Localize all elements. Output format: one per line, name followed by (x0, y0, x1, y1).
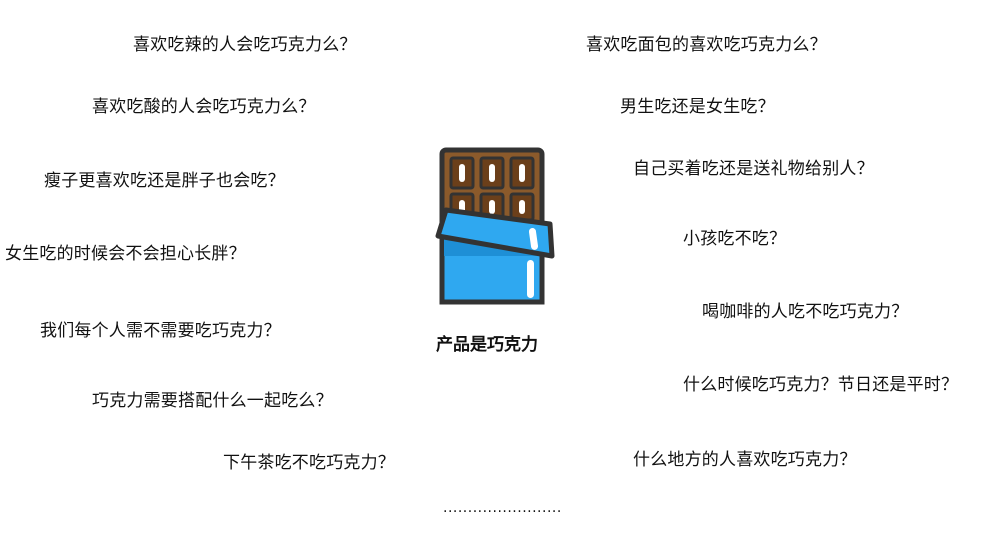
question-left-6: 巧克力需要搭配什么一起吃么？ (92, 391, 333, 411)
question-right-7: 什么地方的人喜欢吃巧克力？ (633, 450, 857, 470)
question-right-1: 喜欢吃面包的喜欢吃巧克力么？ (586, 35, 827, 55)
question-right-2: 男生吃还是女生吃？ (620, 97, 775, 117)
ellipsis: ........................ (443, 500, 562, 516)
center-label: 产品是巧克力 (436, 335, 538, 355)
question-right-5: 喝咖啡的人吃不吃巧克力？ (702, 302, 909, 322)
question-right-4: 小孩吃不吃？ (683, 229, 787, 249)
question-left-2: 喜欢吃酸的人会吃巧克力么？ (92, 97, 316, 117)
question-right-6: 什么时候吃巧克力？节日还是平时？ (683, 375, 959, 395)
chocolate-bar-icon (435, 147, 555, 305)
question-left-5: 我们每个人需不需要吃巧克力？ (40, 321, 281, 341)
question-left-7: 下午茶吃不吃巧克力？ (223, 453, 395, 473)
question-left-4: 女生吃的时候会不会担心长胖？ (5, 244, 246, 264)
question-left-3: 瘦子更喜欢吃还是胖子也会吃？ (44, 171, 285, 191)
question-left-1: 喜欢吃辣的人会吃巧克力么？ (133, 35, 357, 55)
question-right-3: 自己买着吃还是送礼物给别人？ (633, 159, 874, 179)
